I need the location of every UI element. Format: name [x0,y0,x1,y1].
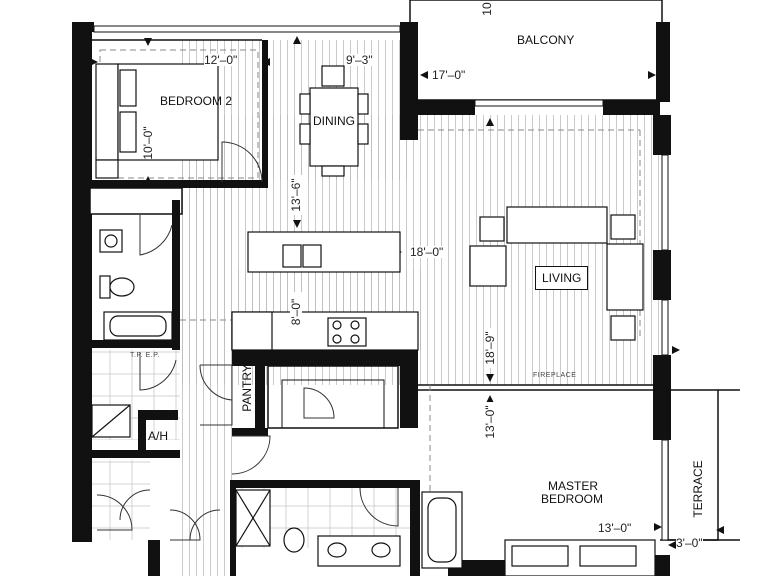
tp-ep-label: T.P. E.P. [130,352,160,359]
dining-width-dim: 9'–3" [346,53,373,67]
door-swings [96,141,399,541]
master-width-dim: 13'–0" [598,521,632,535]
fireplace-label: FIREPLACE [533,372,577,379]
master-bedroom-label-line1: MASTER [548,479,599,493]
living-depth-dim: 18'–9" [483,328,497,368]
balcony-label: BALCONY [517,33,575,47]
kitchen-depth-dim: 8'–0" [289,292,303,332]
terrace-width-dim: 3'–0" [676,536,703,550]
dining-depth-dim: 13'–6" [289,175,303,215]
bath-fixtures [91,229,463,569]
balcony-width-dim: 17'–0" [432,68,466,82]
bedroom2-label: BEDROOM 2 [160,94,233,108]
ah-label: A/H [148,429,169,443]
balcony-depth-dim: 10 [480,2,494,16]
bedroom2-width-dim: 12'–0" [204,53,238,67]
pantry-label: PANTRY [240,364,254,412]
dining-label: DINING [313,114,355,128]
living-width-dim: 18'–0" [410,245,444,259]
kitchen [231,231,419,351]
terrace-label: TERRACE [691,460,705,518]
living-furniture [469,206,644,341]
master-depth-dim: 13'–0" [483,402,497,442]
master-bed [504,539,656,576]
bedroom2-depth-dim: 10'–0" [141,126,155,160]
windows [93,25,669,541]
master-bedroom-label-line2: BEDROOM [541,492,604,506]
dining-table [299,65,369,177]
living-label: LIVING [535,266,589,290]
bedroom2-bed [95,63,219,179]
